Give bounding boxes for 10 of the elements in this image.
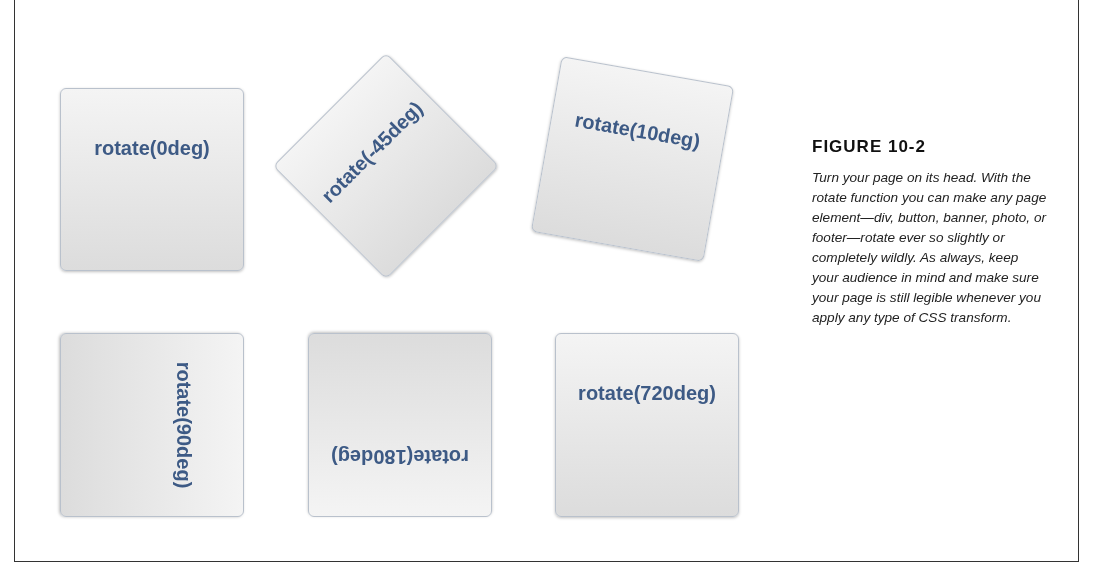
figure-title: FIGURE 10-2 [812,137,926,157]
figure-caption: Turn your page on its head. With the rotate function you can make any page element—div, button, banner, photo, or footer—rotate ever so slightly or completely wildly. As always, keep your audience in mind and make sure your page is still legible whenever you apply any type of CSS transform. [812,169,1047,327]
box-label: rotate(720deg) [577,382,717,405]
rotated-box [60,333,244,517]
box-label: rotate(90deg) [172,360,195,491]
rotated-box [308,333,492,517]
box-label: rotate(0deg) [93,137,211,160]
rotated-box [555,333,739,517]
box-label: rotate(180deg) [330,445,470,468]
rotated-box [60,88,244,271]
